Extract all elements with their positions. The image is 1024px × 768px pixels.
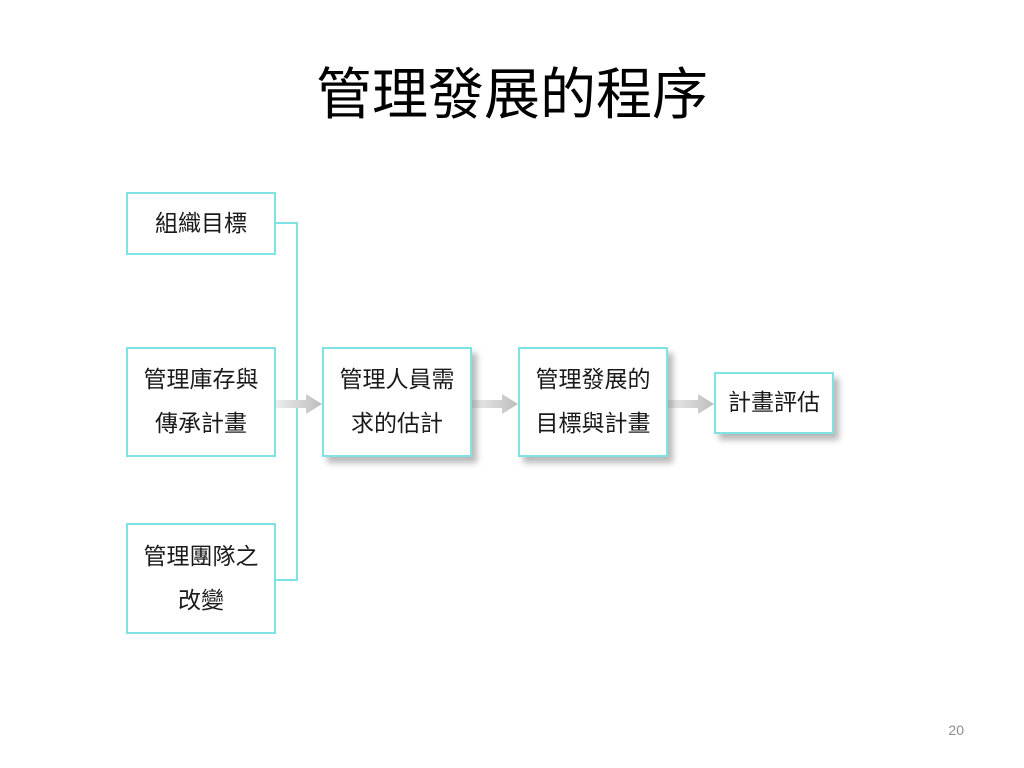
arrow-to-evaluation [668, 394, 714, 414]
slide-title: 管理發展的程序 [316, 63, 708, 128]
box-development-goals-plan-line2: 目標與計畫 [535, 411, 651, 437]
box-plan-evaluation: 計畫評估 [714, 372, 834, 434]
box-inventory-succession-line2: 傳承計畫 [155, 411, 247, 437]
box-manager-demand-estimate-line1: 管理人員需 [339, 367, 455, 393]
arrow-to-goals [472, 394, 518, 414]
box-team-change-line2: 改變 [178, 587, 224, 614]
box-development-goals-plan-line1: 管理發展的 [535, 367, 651, 393]
box-team-change-line1: 管理團隊之 [143, 543, 259, 570]
box-manager-demand-estimate-line2: 求的估計 [351, 411, 443, 437]
box-team-change: 管理團隊之 改變 [126, 523, 276, 634]
box-organization-goals-line1: 組織目標 [155, 210, 247, 237]
box-inventory-succession-line1: 管理庫存與 [143, 367, 259, 393]
arrow-to-estimate [276, 394, 322, 414]
page-number: 20 [948, 722, 964, 738]
box-plan-evaluation-line1: 計畫評估 [728, 390, 820, 416]
box-organization-goals: 組織目標 [126, 192, 276, 255]
box-manager-demand-estimate: 管理人員需 求的估計 [322, 347, 472, 457]
box-development-goals-plan: 管理發展的 目標與計畫 [518, 347, 668, 457]
box-inventory-succession: 管理庫存與 傳承計畫 [126, 347, 276, 457]
